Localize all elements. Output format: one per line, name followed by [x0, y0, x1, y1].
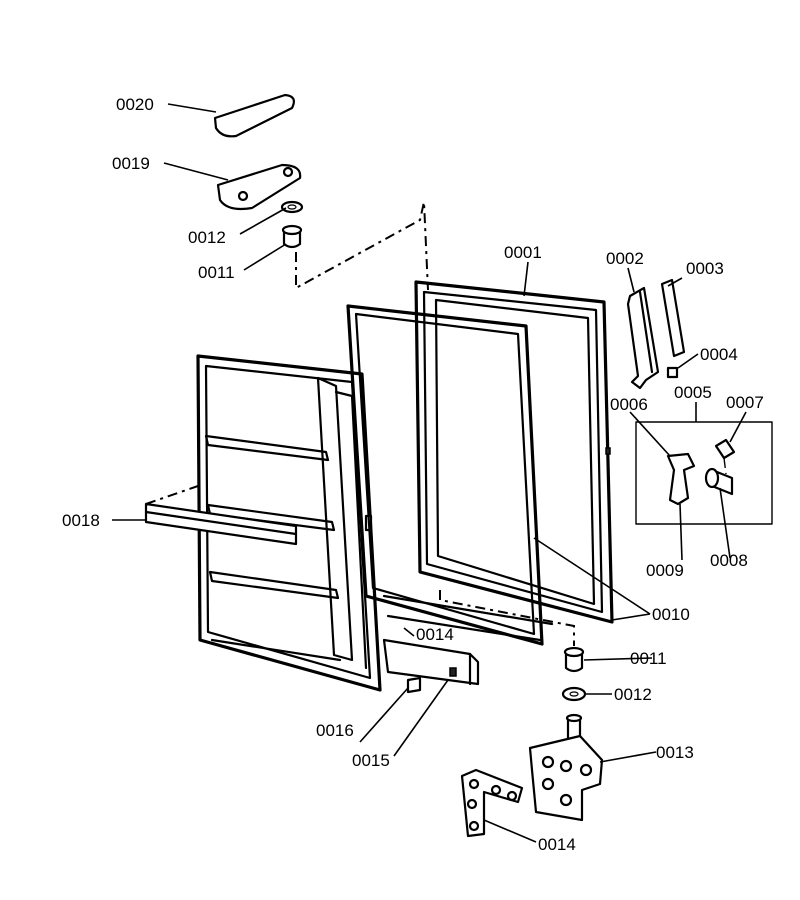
label-0016: 0016 [316, 721, 354, 740]
label-0006: 0006 [610, 395, 648, 414]
hinge-cover-0020 [213, 93, 295, 138]
label-0014-mid: 0014 [416, 625, 454, 644]
washer-0012-top [280, 200, 304, 214]
label-0010: 0010 [652, 605, 690, 624]
clip-0004 [666, 366, 679, 379]
label-0011-bottom: 0011 [630, 649, 667, 668]
hinge-axis-line-bottom [439, 590, 575, 646]
label-0013: 0013 [656, 743, 694, 762]
label-0004: 0004 [700, 345, 738, 364]
top-hinge-plate-0019 [216, 163, 302, 211]
label-0005: 0005 [674, 383, 712, 402]
label-0009: 0009 [646, 561, 684, 580]
label-0007: 0007 [726, 393, 764, 412]
lock-detail-box-0005 [635, 421, 773, 525]
hinge-axis-line-top [295, 201, 429, 291]
bottom-bar-0015 [382, 638, 480, 686]
part-labels: 0020 0019 0012 0011 0001 0002 0003 0004 … [62, 95, 764, 854]
inner-door-liner [196, 354, 382, 692]
label-0011-top: 0011 [198, 263, 235, 282]
washer-0012-bottom [561, 686, 587, 702]
label-0015: 0015 [352, 751, 390, 770]
label-0001: 0001 [504, 243, 542, 262]
handle-cover-0003 [660, 278, 686, 358]
bushing-0011-bottom [563, 646, 585, 673]
bottom-hinge-0013 [528, 713, 604, 822]
label-0014-bottom: 0014 [538, 835, 576, 854]
door-gasket-0010 [346, 304, 544, 646]
bottom-rail-0014 [382, 594, 554, 642]
door-handle-0002 [626, 286, 660, 390]
label-0012-bottom: 0012 [614, 685, 652, 704]
label-0019: 0019 [112, 154, 150, 173]
leader-lines [112, 103, 747, 843]
label-0018: 0018 [62, 511, 100, 530]
outer-door-panel-0001 [414, 280, 614, 624]
bottom-hinge-bracket-0014 [460, 768, 524, 838]
label-0020: 0020 [116, 95, 154, 114]
label-0003: 0003 [686, 259, 724, 278]
shelf-rail-0018 [144, 485, 298, 546]
label-0008: 0008 [710, 551, 748, 570]
label-0002: 0002 [606, 249, 644, 268]
label-0012-top: 0012 [188, 228, 226, 247]
screw-0016 [406, 676, 422, 694]
